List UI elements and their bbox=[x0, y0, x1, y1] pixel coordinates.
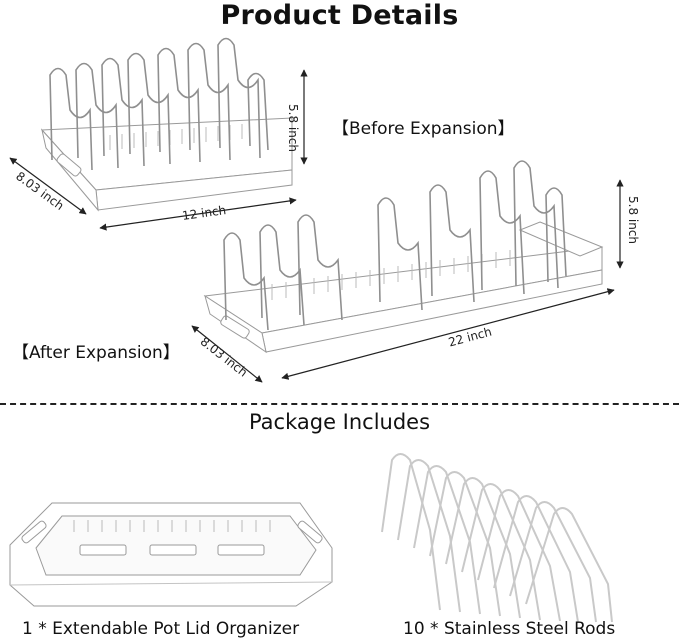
after-expansion-label: 【After Expansion】 bbox=[12, 343, 180, 363]
steel-rods-image bbox=[381, 453, 613, 623]
after-height-label: 5.8 inch bbox=[626, 196, 640, 245]
rack-before-rods bbox=[49, 37, 269, 171]
rods-caption: 10 * Stainless Steel Rods bbox=[403, 619, 616, 639]
section-divider bbox=[0, 403, 679, 405]
page-title: Product Details bbox=[220, 0, 459, 31]
before-height-label: 5.8 inch bbox=[286, 104, 300, 153]
package-title: Package Includes bbox=[248, 410, 431, 434]
organizer-caption: 1 * Extendable Pot Lid Organizer bbox=[22, 619, 300, 639]
rack-after-rods bbox=[223, 160, 567, 331]
before-expansion-label: 【Before Expansion】 bbox=[332, 119, 515, 139]
rack-before-image bbox=[40, 117, 293, 212]
organizer-base-image bbox=[9, 502, 333, 607]
